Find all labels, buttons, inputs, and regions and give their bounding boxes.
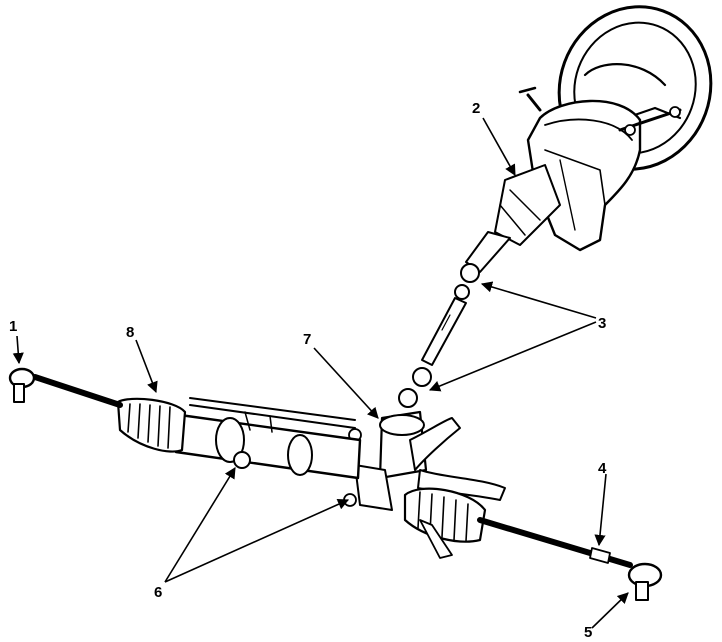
left-tie-rod <box>8 367 123 408</box>
leader-3b <box>428 321 597 392</box>
rack-housing <box>174 397 362 480</box>
callout-4: 4 <box>598 460 607 477</box>
callout-6: 6 <box>154 584 162 601</box>
callout-labels: 1 2 3 4 5 6 7 8 <box>9 100 607 641</box>
intermediate-shaft <box>398 263 480 408</box>
right-tie-rod <box>477 517 663 601</box>
callout-3: 3 <box>598 315 606 332</box>
leader-1 <box>12 335 24 365</box>
leader-4 <box>594 473 607 547</box>
leader-6b <box>164 499 350 583</box>
callout-8: 8 <box>126 324 134 341</box>
callout-7: 7 <box>303 331 311 348</box>
left-boot <box>116 397 187 453</box>
right-boot <box>403 487 487 559</box>
callout-2: 2 <box>472 100 480 117</box>
leader-6a <box>164 467 236 583</box>
leader-7 <box>313 347 379 419</box>
leader-3a <box>480 281 597 319</box>
column-shroud <box>518 86 682 252</box>
leader-2 <box>482 117 516 176</box>
callout-1: 1 <box>9 318 17 335</box>
leader-lines <box>12 117 629 629</box>
callout-5: 5 <box>584 624 592 641</box>
leader-8 <box>135 339 158 394</box>
leader-5 <box>591 592 629 629</box>
upper-column-shaft <box>465 164 561 273</box>
